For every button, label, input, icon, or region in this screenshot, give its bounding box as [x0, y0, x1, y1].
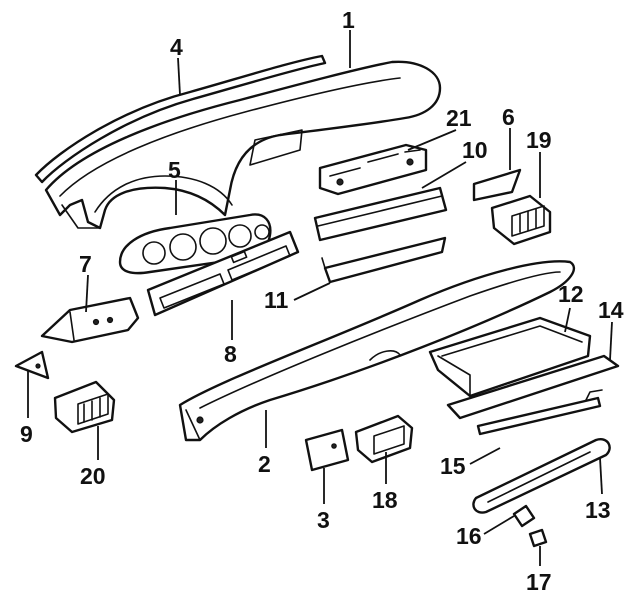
- leader-lines: [27, 30, 613, 566]
- callout-10: 10: [462, 137, 488, 163]
- callout-9: 9: [20, 421, 33, 447]
- callout-4: 4: [170, 34, 183, 60]
- callout-7: 7: [79, 251, 92, 277]
- callout-11: 11: [264, 287, 289, 313]
- callout-15: 15: [440, 453, 466, 479]
- part-11-lower-panel: [321, 236, 447, 284]
- part-21-control-unit: [318, 143, 428, 196]
- part-14-lid: [446, 354, 620, 420]
- callout-21: 21: [446, 105, 472, 131]
- part-18-pocket: [354, 414, 414, 464]
- callout-2: 2: [258, 451, 271, 477]
- callout-8: 8: [224, 341, 237, 367]
- callout-17: 17: [526, 569, 552, 595]
- callout-6: 6: [502, 104, 515, 130]
- part-7-bracket: [40, 296, 140, 344]
- callout-14: 14: [598, 297, 624, 323]
- part-8-bezel: [146, 230, 300, 317]
- callout-12: 12: [558, 281, 584, 307]
- part-2-lower-panel: [178, 260, 576, 442]
- callout-18: 18: [372, 487, 398, 513]
- part-4-trim-strip: [34, 54, 327, 184]
- part-10-trim-panel: [313, 186, 448, 242]
- callout-5: 5: [168, 157, 181, 183]
- part-13-rail: [472, 438, 611, 514]
- callout-20: 20: [80, 463, 106, 489]
- part-12-glove-box: [428, 316, 592, 398]
- callout-3: 3: [317, 507, 330, 533]
- part-3-plate: [304, 428, 350, 472]
- callout-19: 19: [526, 127, 552, 153]
- callout-1: 1: [342, 7, 355, 33]
- part-19-vent-right: [490, 194, 552, 246]
- callout-16: 16: [456, 523, 482, 549]
- callout-13: 13: [585, 497, 611, 523]
- part-20-vent-left: [53, 380, 116, 434]
- callout-labels: 1 2 3 4 5 6 7 8 9 10 11 12 13 14 15 16 1…: [20, 7, 624, 595]
- part-17-plug: [528, 528, 548, 548]
- part-16-knob: [512, 504, 536, 528]
- part-15-hinge-rod: [476, 389, 603, 436]
- part-6-small-panel: [472, 168, 522, 202]
- part-1-dash-pad: [44, 60, 442, 230]
- part-9-cover: [14, 350, 50, 380]
